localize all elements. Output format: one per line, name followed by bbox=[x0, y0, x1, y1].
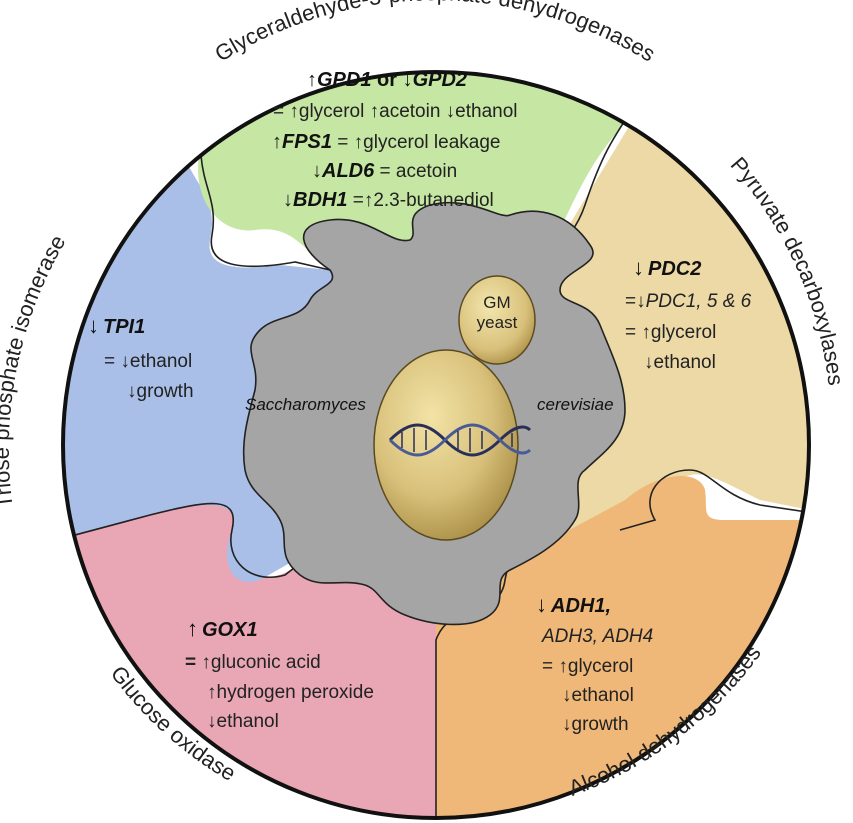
bdh1-line: ↓BDH1 =↑2.3-butanediol bbox=[283, 189, 494, 211]
gox1-line: ↑GOX1 bbox=[187, 616, 258, 641]
pink-piece-text: ↑GOX1 = ↑gluconic acid ↑hydrogen peroxid… bbox=[185, 616, 374, 732]
species-epithet: cerevisiae bbox=[537, 395, 614, 414]
species-genus: Saccharomyces bbox=[245, 395, 366, 414]
pdc-glycerol: = ↑glycerol bbox=[625, 322, 716, 343]
pdc2-line: ↓PDC2 bbox=[633, 255, 701, 280]
pdc-ethanol: ↓ethanol bbox=[644, 352, 716, 373]
gox-peroxide: ↑hydrogen peroxide bbox=[207, 682, 374, 703]
fps1-line: ↑FPS1 = ↑glycerol leakage bbox=[272, 131, 501, 153]
gpd-effects: = ↑glycerol ↑acetoin ↓ethanol bbox=[273, 101, 518, 122]
yeast-bud bbox=[458, 275, 536, 365]
gpd-line: ↑GPD1 or ↓GPD2 bbox=[307, 69, 467, 91]
gox-ethanol: ↓ethanol bbox=[207, 711, 279, 732]
tpi1-line: ↓TPI1 bbox=[88, 313, 145, 338]
green-piece-text: ↑GPD1 or ↓GPD2 = ↑glycerol ↑acetoin ↓eth… bbox=[272, 69, 518, 211]
gm-yeast-cell bbox=[373, 275, 536, 541]
adh-growth: ↓growth bbox=[562, 714, 629, 735]
blue-piece-text: ↓TPI1 = ↓ethanol ↓growth bbox=[88, 313, 194, 402]
adh-glycerol: = ↑glycerol bbox=[542, 656, 633, 677]
adh-ethanol: ↓ethanol bbox=[562, 685, 634, 706]
yeast-label: yeast bbox=[477, 313, 518, 332]
pdc-genes-line: =↓PDC1, 5 & 6 bbox=[625, 291, 752, 312]
gm-label: GM bbox=[483, 293, 510, 312]
tan-piece-text: ↓PDC2 =↓PDC1, 5 & 6 = ↑glycerol ↓ethanol bbox=[625, 255, 752, 373]
dna-helix-icon bbox=[388, 423, 532, 457]
tpi-growth: ↓growth bbox=[127, 381, 194, 402]
ring-label-gapdh: Glyceraldehyde-3-phosphate dehydrogenase… bbox=[210, 0, 659, 67]
tpi-ethanol: = ↓ethanol bbox=[104, 351, 192, 372]
ring-label-tpi: Triose phosphate isomerase bbox=[0, 231, 70, 510]
yeast-mother-cell bbox=[373, 349, 519, 541]
adh-genes: ADH3, ADH4 bbox=[541, 626, 653, 647]
ald6-line: ↓ALD6 = acetoin bbox=[312, 160, 457, 182]
adh1-line: ↓ADH1, bbox=[536, 592, 611, 617]
gox-gluconic: = ↑gluconic acid bbox=[185, 652, 321, 673]
orange-piece-text: ↓ADH1, ADH3, ADH4 = ↑glycerol ↓ethanol ↓… bbox=[536, 592, 653, 735]
outer-disc bbox=[61, 70, 811, 820]
